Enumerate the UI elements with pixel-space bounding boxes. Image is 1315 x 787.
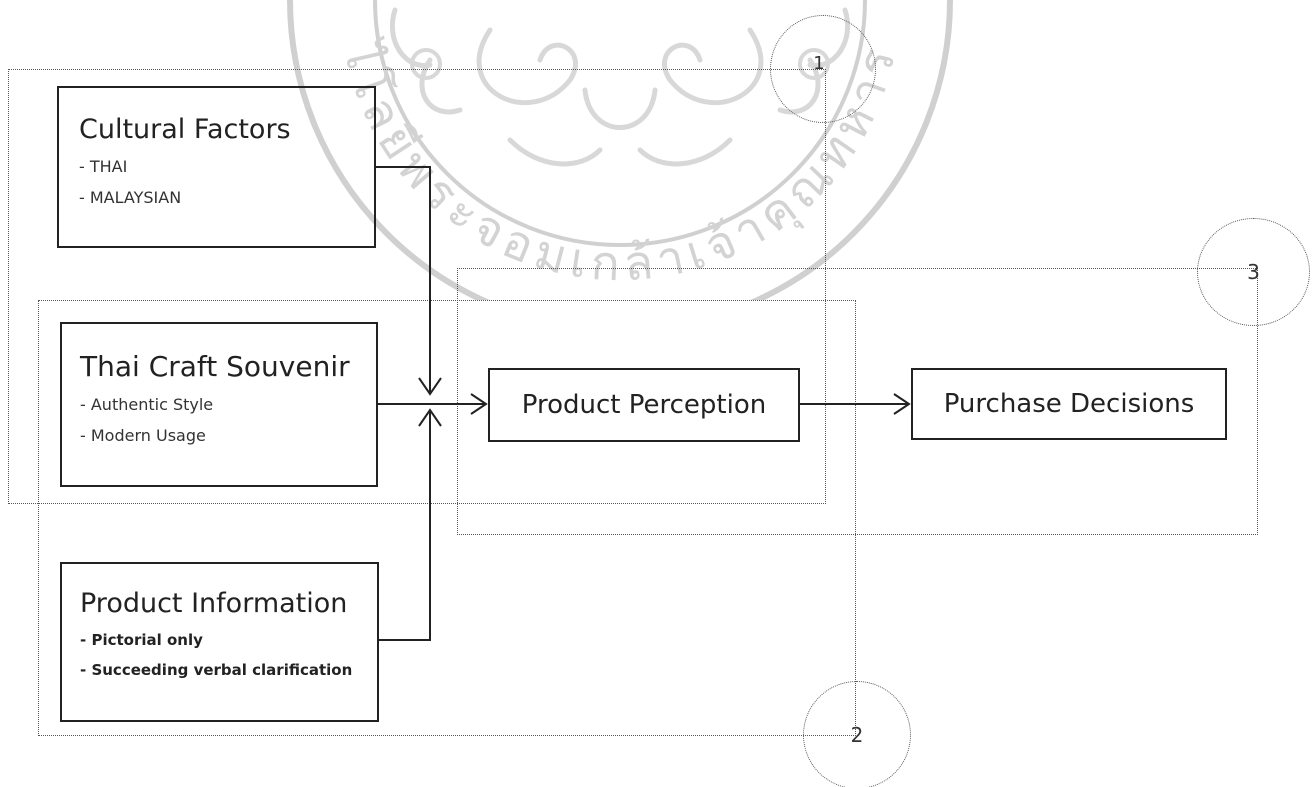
product-perception-box: Product Perception	[488, 368, 800, 442]
thai-craft-souvenir-box: Thai Craft Souvenir - Authentic Style - …	[60, 322, 378, 487]
region-3-number: 3	[1247, 260, 1260, 284]
region-3-marker: 3	[1197, 218, 1310, 326]
thai-craft-souvenir-title: Thai Craft Souvenir	[80, 350, 376, 383]
souvenir-attribute-item: - Authentic Style	[80, 395, 376, 414]
cultural-connector-line	[376, 167, 430, 392]
product-information-box: Product Information - Pictorial only - S…	[60, 562, 379, 722]
product-information-title: Product Information	[80, 588, 377, 619]
product-perception-label: Product Perception	[522, 390, 766, 420]
purchase-decisions-label: Purchase Decisions	[944, 389, 1195, 419]
region-2-marker: 2	[803, 681, 911, 787]
cultural-factor-item: - THAI	[79, 157, 374, 176]
information-connector-line	[379, 412, 430, 640]
information-type-item: - Pictorial only	[80, 631, 377, 649]
region-2-number: 2	[851, 723, 864, 747]
information-arrowhead	[419, 410, 441, 426]
region-1-number: 1	[813, 53, 824, 74]
perception-arrowhead	[471, 394, 486, 414]
information-type-item: - Succeeding verbal clarification	[80, 661, 377, 679]
decision-arrowhead	[894, 394, 909, 414]
cultural-factors-title: Cultural Factors	[79, 114, 374, 145]
souvenir-attribute-item: - Modern Usage	[80, 426, 376, 445]
region-1-marker: 1	[770, 15, 876, 123]
purchase-decisions-box: Purchase Decisions	[911, 368, 1227, 440]
cultural-factor-item: - MALAYSIAN	[79, 188, 374, 207]
cultural-arrowhead	[419, 378, 441, 394]
cultural-factors-box: Cultural Factors - THAI - MALAYSIAN	[57, 86, 376, 248]
